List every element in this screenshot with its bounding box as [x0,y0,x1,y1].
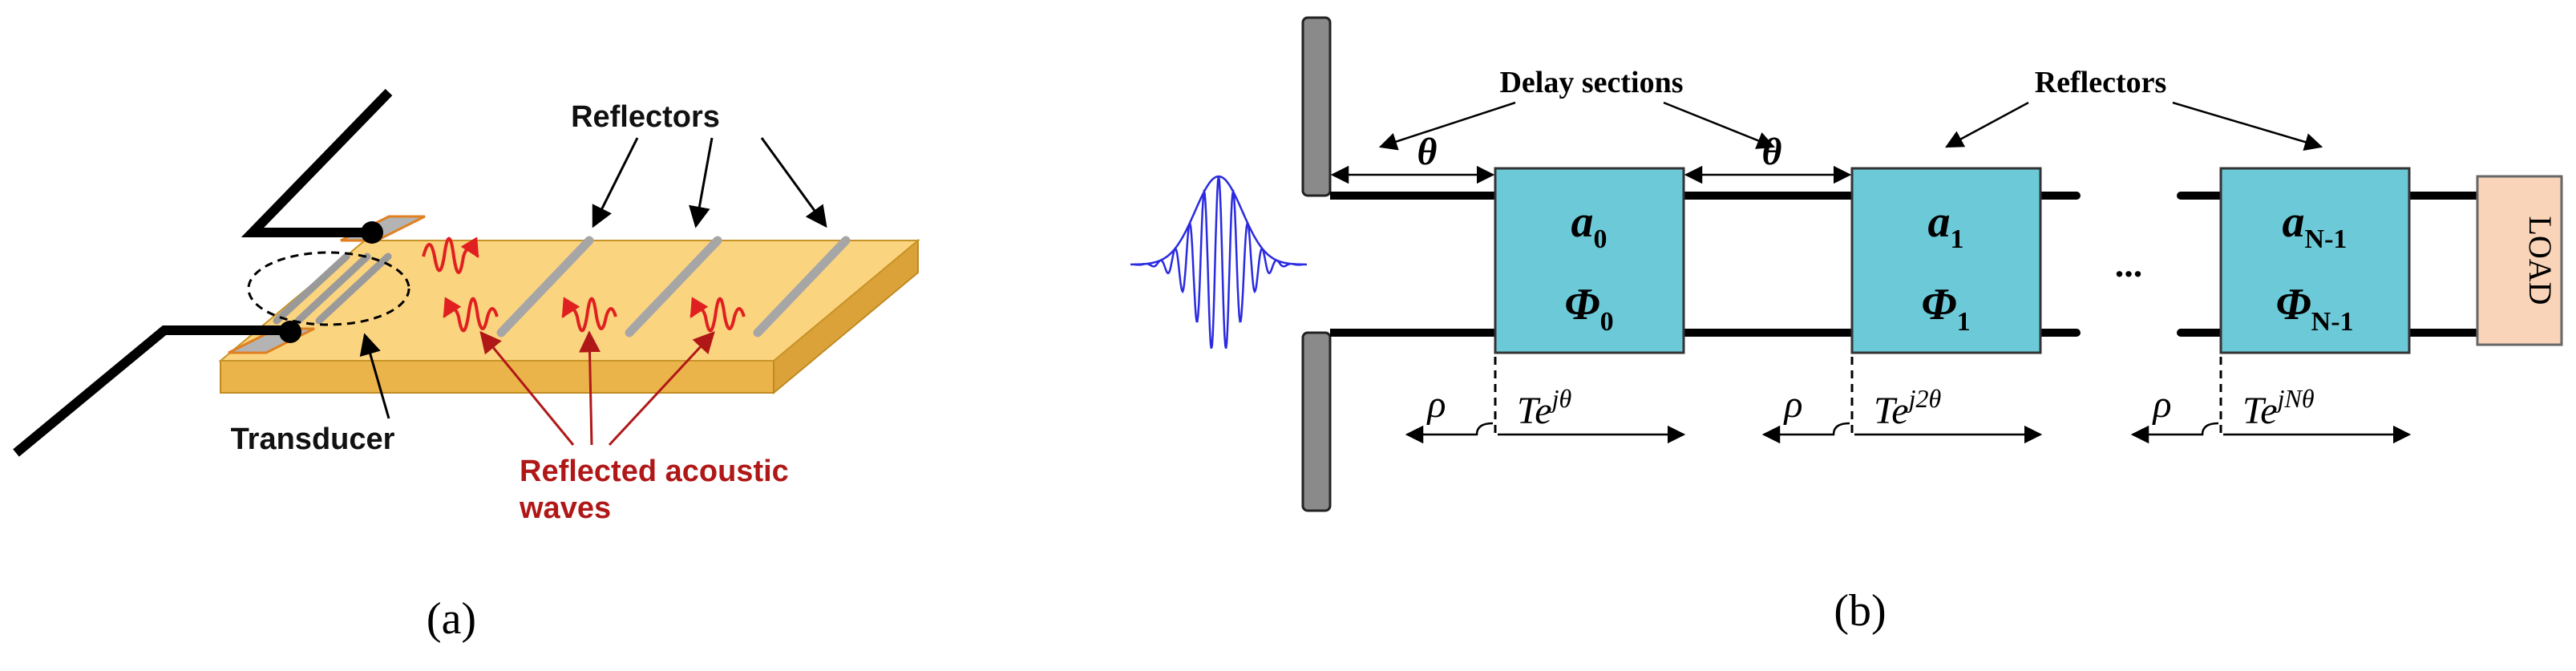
block-0-a-sym: a [1571,197,1594,247]
block-1-phi-sub: 1 [1957,307,1971,337]
reflected-wave-1 [443,297,499,333]
annotation-n-1-reflect-hook [2130,422,2219,444]
annotation-1-rho: ρ [1782,383,1802,426]
block-n-1-a-sub: N-1 [2305,224,2348,254]
block-1-phi-sym: Φ [1921,280,1956,329]
transducer-highlight-ellipse [247,251,410,326]
block-0-a: a0 [1571,197,1607,254]
annotation-1-t-base: Te [1874,390,1909,432]
block-0-a-sub: 0 [1594,224,1607,254]
block-n-1-a-sym: a [2283,197,2305,247]
block-n-1-phi-sym: Φ [2275,280,2311,329]
transducer-pointer-arrow [359,333,390,419]
annotation-1-t-exp: j2θ [1906,384,1942,413]
annotation-1: ρ Tej2θ [1761,357,2043,444]
transducer-label: Transducer [231,422,395,456]
block-0-phi: Φ0 [1564,280,1613,337]
ellipsis: ... [2115,244,2143,285]
incident-pulse [1130,175,1307,350]
panel-a: Reflectors Transducer Reflected acoustic… [13,88,920,644]
contact-lower [279,321,301,343]
delay-pointer-arrows [1378,101,1776,151]
block-n-1-phi-sub: N-1 [2311,307,2354,337]
annotation-n-1-t: TejNθ [2242,384,2315,432]
emitted-wave [422,236,479,274]
annotation-1-reflect-hook [1761,422,1850,444]
annotation-1-t: Tej2θ [1874,384,1941,432]
wire-lower [13,325,293,457]
block-1-a: a1 [1928,197,1964,254]
input-post-top [1301,16,1332,197]
block-1-a-sub: 1 [1951,224,1964,254]
panel-a-label: (a) [427,594,476,644]
block-n-1-phi: ΦN-1 [2275,280,2353,337]
contact-upper [361,221,383,244]
annotation-n-1-t-exp: jNθ [2275,384,2315,413]
reflected-wave-3 [689,297,746,333]
block-1: a1 Φ1 [1850,167,2042,354]
annotation-n-1-t-base: Te [2242,390,2278,432]
annotation-0-reflect-hook [1405,422,1494,444]
block-n-1: aN-1 ΦN-1 [2219,167,2411,354]
block-0-phi-sym: Φ [1564,280,1599,329]
substrate-side-front [220,360,774,394]
load-box [2476,175,2563,346]
theta-label-1: θ [1417,131,1438,173]
transducer-fingers [273,253,392,325]
annotation-0-t-exp: jθ [1549,384,1572,413]
reflected-waves-label-line1: Reflected acoustic [520,455,789,488]
reflected-waves-label: Reflected acoustic waves [519,455,797,525]
reflectors-label-a: Reflectors [571,100,720,134]
delay-sections-label: Delay sections [1499,66,1683,99]
annotation-0-t: Tejθ [1517,384,1571,432]
panel-b-label: (b) [1834,586,1886,636]
panel-b: a0 Φ0 a1 Φ1 aN-1 ΦN-1 ... LOAD Delay sec… [1130,16,2563,636]
annotation-0-rho: ρ [1425,383,1446,426]
load-label: LOAD [2522,216,2558,305]
reflected-wave-2 [561,297,617,333]
block-n-1-box [2219,167,2411,354]
reflector-pointer-arrows [592,137,827,228]
annotation-0-t-base: Te [1517,390,1552,432]
reflected-wave-pointer-arrows [479,330,715,447]
reflectors-pointer-arrows [1945,101,2323,152]
transmission-lines [1330,192,2477,337]
wire-upper [241,88,393,237]
annotation-n-1-rho: ρ [2151,383,2171,426]
reflector-strips [496,236,851,338]
input-post-bottom [1301,331,1332,512]
line-end-caps [2073,192,2185,337]
block-n-1-a: aN-1 [2283,197,2348,254]
block-1-box [1850,167,2042,354]
annotation-n-1: ρ TejNθ [2130,357,2412,444]
annotation-0: ρ Tejθ [1405,357,1686,444]
reflectors-label-b: Reflectors [2035,66,2167,99]
block-0: a0 Φ0 [1494,167,1685,354]
block-1-phi: Φ1 [1921,280,1970,337]
block-1-a-sym: a [1928,197,1951,247]
theta-label-2: θ [1762,131,1782,173]
block-0-phi-sub: 0 [1600,307,1614,337]
reflected-waves-label-line2: waves [519,491,611,525]
block-0-box [1494,167,1685,354]
